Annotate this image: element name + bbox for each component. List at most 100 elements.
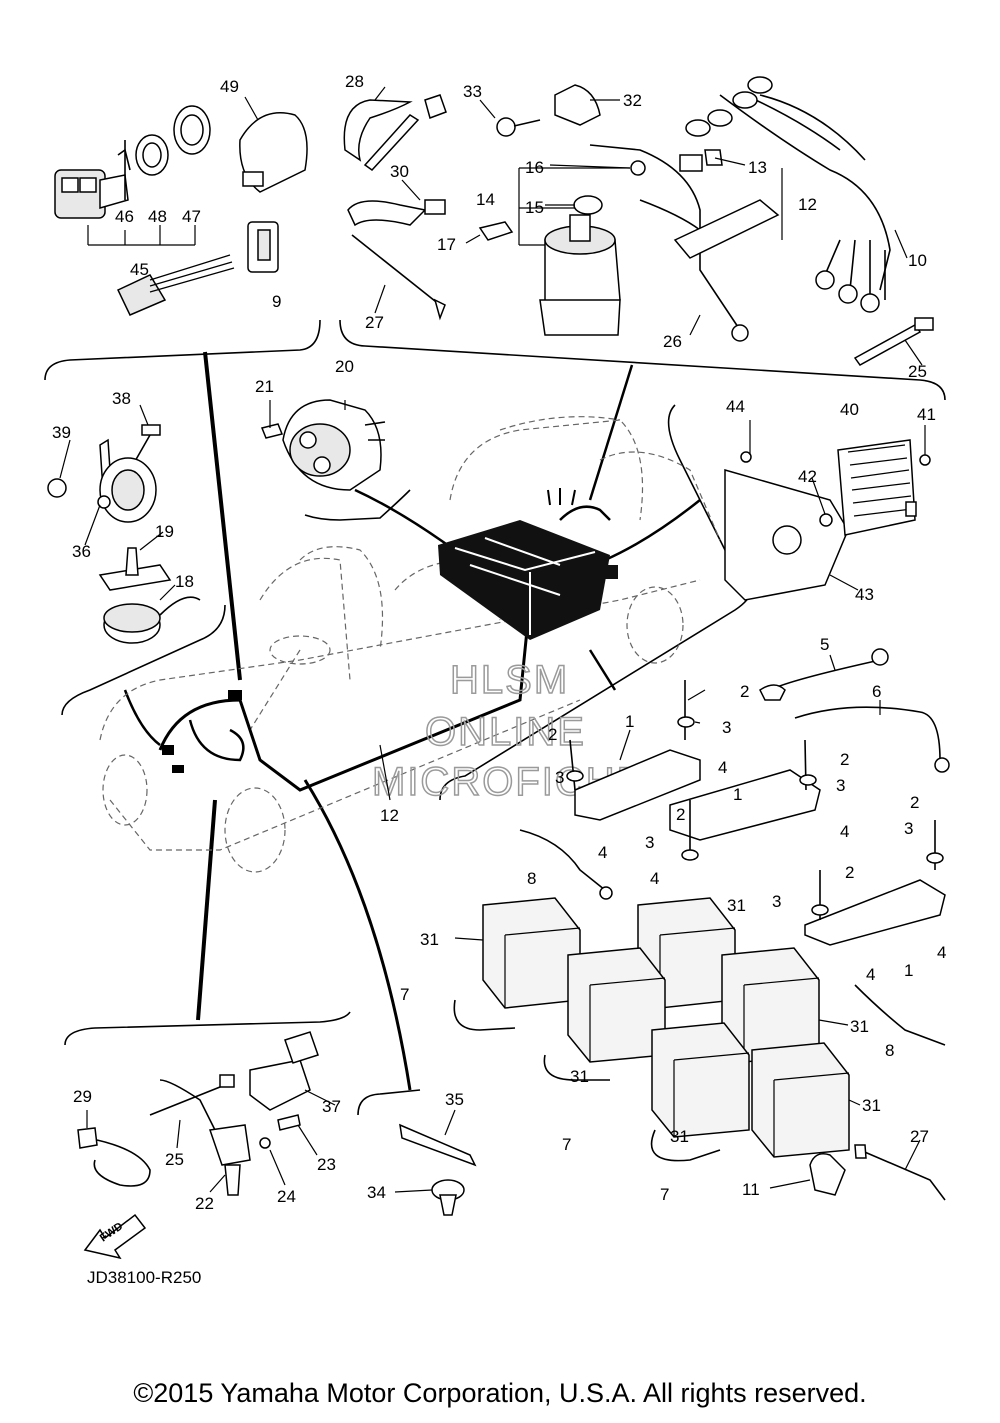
part-label-41: 41 <box>917 405 936 424</box>
bottom-right-group <box>809 1144 946 1201</box>
switch-group <box>54 105 308 316</box>
part-label-2: 2 <box>676 805 685 824</box>
part-label-7: 7 <box>562 1135 571 1154</box>
part-label-3: 3 <box>772 892 781 911</box>
part-label-6: 6 <box>872 682 881 701</box>
part-label-2: 2 <box>840 750 849 769</box>
part-label-7: 7 <box>660 1185 669 1204</box>
part-label-2: 2 <box>910 793 919 812</box>
fwd-arrow: FWD <box>83 1213 147 1260</box>
part-label-45: 45 <box>130 260 149 279</box>
part-label-42: 42 <box>798 467 817 486</box>
part-label-25: 25 <box>908 362 927 381</box>
part-label-8: 8 <box>885 1041 894 1060</box>
golf-cart-outline <box>99 416 721 873</box>
part-label-38: 38 <box>112 389 131 408</box>
part-label-31: 31 <box>670 1127 689 1146</box>
pointer-lines <box>123 351 701 1091</box>
part-label-11: 11 <box>742 1180 760 1199</box>
part-label-24: 24 <box>277 1187 296 1206</box>
part-label-31: 31 <box>727 896 746 915</box>
part-label-33: 33 <box>463 82 482 101</box>
part-label-7: 7 <box>400 985 409 1004</box>
part-label-17: 17 <box>437 235 456 254</box>
group-brackets <box>44 319 946 1116</box>
part-label-29: 29 <box>73 1087 92 1106</box>
part-label-47: 47 <box>182 207 201 226</box>
part-label-4: 4 <box>650 869 659 888</box>
part-label-3: 3 <box>722 718 731 737</box>
part-label-43: 43 <box>855 585 874 604</box>
part-label-4: 4 <box>840 822 849 841</box>
part-label-3: 3 <box>836 776 845 795</box>
part-label-4: 4 <box>866 965 875 984</box>
part-label-3: 3 <box>555 768 564 787</box>
part-label-31: 31 <box>570 1067 589 1086</box>
part-label-34: 34 <box>367 1183 386 1202</box>
part-label-3: 3 <box>904 819 913 838</box>
part-label-49: 49 <box>220 77 239 96</box>
part-label-27: 27 <box>365 313 384 332</box>
part-label-12: 12 <box>380 806 399 825</box>
part-label-25: 25 <box>165 1150 184 1169</box>
part-label-16: 16 <box>525 158 544 177</box>
part-label-1: 1 <box>904 961 913 980</box>
part-label-31: 31 <box>862 1096 881 1115</box>
part-label-2: 2 <box>845 863 854 882</box>
part-label-13: 13 <box>748 158 767 177</box>
part-label-18: 18 <box>175 572 194 591</box>
part-label-4: 4 <box>598 843 607 862</box>
part-label-2: 2 <box>548 725 557 744</box>
bottom-mid-group <box>399 1123 477 1216</box>
bottom-left-group <box>77 1031 319 1196</box>
part-label-32: 32 <box>623 91 642 110</box>
part-label-48: 48 <box>148 207 167 226</box>
part-label-39: 39 <box>52 423 71 442</box>
part-label-4: 4 <box>718 758 727 777</box>
part-label-36: 36 <box>72 542 91 561</box>
controller-group <box>724 439 931 601</box>
part-label-27: 27 <box>910 1127 929 1146</box>
hold-down-group <box>566 680 946 946</box>
battery-pack <box>438 488 618 640</box>
part-label-19: 19 <box>155 522 174 541</box>
document-code: JD38100-R250 <box>87 1268 202 1287</box>
part-label-1: 1 <box>625 712 634 731</box>
copyright-notice: ©2015 Yamaha Motor Corporation, U.S.A. A… <box>133 1378 867 1408</box>
part-label-44: 44 <box>726 397 745 416</box>
part-label-8: 8 <box>527 869 536 888</box>
watermark-line-2: ONLINE <box>425 710 586 754</box>
horn-group <box>47 424 201 644</box>
part-label-46: 46 <box>115 207 134 226</box>
part-label-4: 4 <box>937 943 946 962</box>
part-label-1: 1 <box>733 785 742 804</box>
part-label-26: 26 <box>663 332 682 351</box>
leader-lines <box>59 86 926 1193</box>
batteries <box>482 897 850 1158</box>
part-label-37: 37 <box>322 1097 341 1116</box>
part-label-20: 20 <box>335 357 354 376</box>
part-label-40: 40 <box>840 400 859 419</box>
part-label-21: 21 <box>255 377 274 396</box>
part-label-12: 12 <box>798 195 817 214</box>
part-label-30: 30 <box>390 162 409 181</box>
watermark-line-1: HLSM <box>450 658 569 702</box>
part-label-15: 15 <box>525 198 544 217</box>
part-label-31: 31 <box>850 1017 869 1036</box>
part-label-23: 23 <box>317 1155 336 1174</box>
part-label-2: 2 <box>740 682 749 701</box>
part-label-22: 22 <box>195 1194 214 1213</box>
main-harness <box>158 599 532 792</box>
part-label-3: 3 <box>645 833 654 852</box>
part-label-28: 28 <box>345 72 364 91</box>
sensor-group <box>260 399 386 491</box>
part-label-5: 5 <box>820 635 829 654</box>
part-label-35: 35 <box>445 1090 464 1109</box>
part-label-14: 14 <box>476 190 495 209</box>
part-label-10: 10 <box>908 251 927 270</box>
cable-group <box>453 648 950 1162</box>
part-labels: 49 46 48 47 45 9 28 30 27 33 32 16 14 15… <box>52 72 946 1213</box>
part-label-9: 9 <box>272 292 281 311</box>
solenoid-group <box>343 76 934 366</box>
